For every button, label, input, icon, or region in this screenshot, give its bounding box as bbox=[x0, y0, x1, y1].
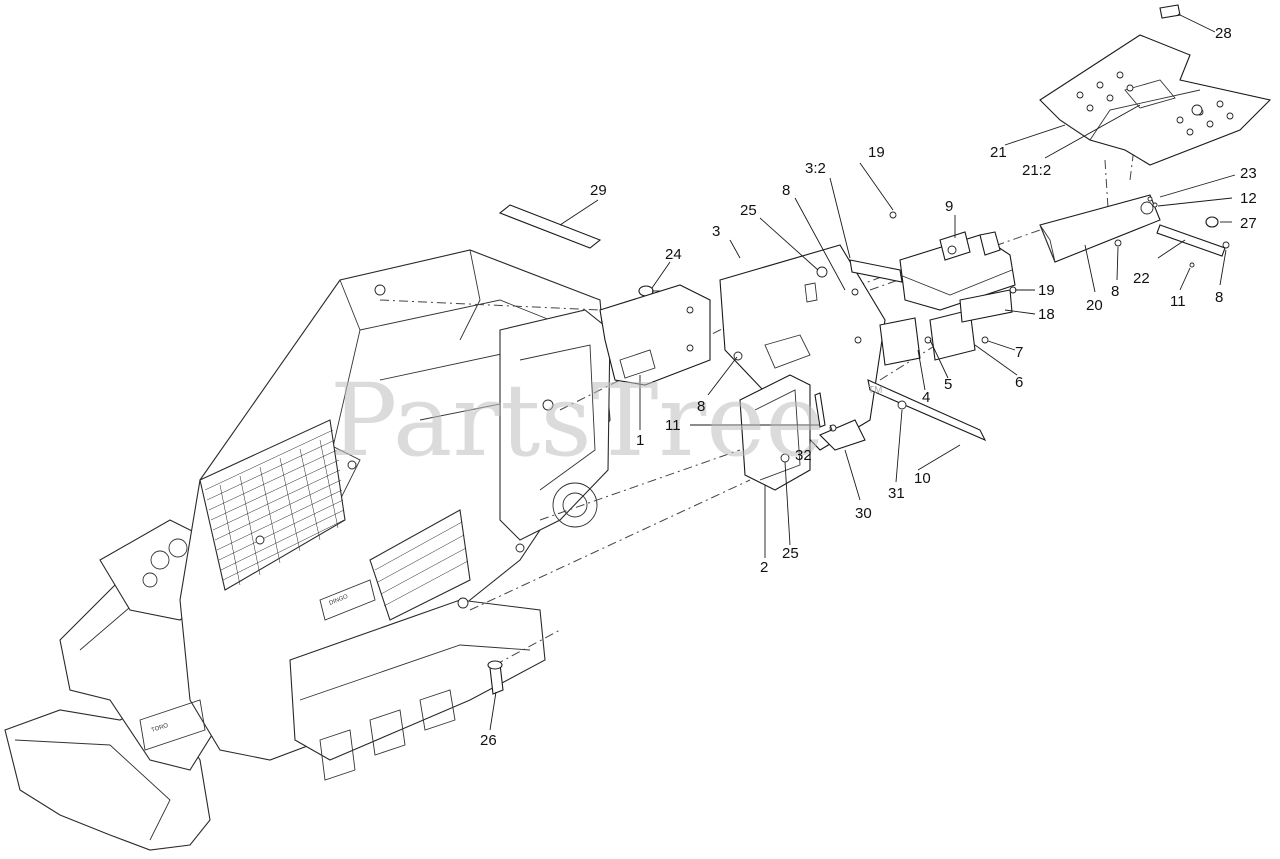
callout-29: 29 bbox=[590, 182, 607, 199]
part-4-plate bbox=[879, 317, 921, 366]
callout-21: 21 bbox=[990, 144, 1007, 161]
part-31-bolt bbox=[897, 400, 907, 410]
part-10-rod bbox=[867, 379, 987, 442]
watermark-tm: TM bbox=[868, 385, 882, 396]
part-28-label bbox=[1159, 4, 1181, 19]
machine-frame: DINGO TORO bbox=[4, 99, 1141, 851]
callout-21-2: 21:2 bbox=[1022, 162, 1051, 179]
callout-8c: 8 bbox=[1215, 289, 1223, 306]
part-1-bracket bbox=[599, 284, 711, 386]
callout-27: 27 bbox=[1240, 215, 1257, 232]
callout-26: 26 bbox=[480, 732, 497, 749]
part-2-l-bracket bbox=[739, 374, 811, 491]
callout-9: 9 bbox=[945, 198, 953, 215]
callout-23: 23 bbox=[1240, 165, 1257, 182]
callout-6: 6 bbox=[1015, 374, 1023, 391]
callout-2: 2 bbox=[760, 559, 768, 576]
callout-24: 24 bbox=[665, 246, 682, 263]
callout-20: 20 bbox=[1086, 297, 1103, 314]
callout-7: 7 bbox=[1015, 344, 1023, 361]
part-30-wedge bbox=[819, 419, 866, 451]
callout-11b: 11 bbox=[1170, 293, 1186, 310]
callout-12: 12 bbox=[1240, 190, 1257, 207]
callout-4: 4 bbox=[922, 389, 930, 406]
callout-30: 30 bbox=[855, 505, 872, 522]
callout-11a: 11 bbox=[665, 417, 681, 434]
callout-18: 18 bbox=[1038, 306, 1055, 323]
part-22-pin bbox=[1156, 224, 1226, 257]
part-3-mount-plate bbox=[719, 244, 886, 451]
watermark: PartsTree bbox=[330, 362, 825, 479]
part-3-2-shaft bbox=[849, 259, 903, 283]
part-29-decal bbox=[498, 204, 602, 249]
callout-19b: 19 bbox=[1038, 282, 1055, 299]
callout-3-2: 3:2 bbox=[805, 160, 826, 177]
callout-10: 10 bbox=[914, 470, 931, 487]
leader-lines bbox=[489, 13, 1236, 731]
brand-decal: TORO bbox=[151, 723, 170, 734]
callout-19a: 19 bbox=[868, 144, 885, 161]
callout-25a: 25 bbox=[740, 202, 757, 219]
callout-32: 32 bbox=[795, 447, 812, 464]
callout-28: 28 bbox=[1215, 25, 1232, 42]
callout-22: 22 bbox=[1133, 270, 1150, 287]
callout-1: 1 bbox=[636, 432, 644, 449]
callout-31: 31 bbox=[888, 485, 905, 502]
callout-labels: 28 21 21:2 19 3:2 8 9 25 3 24 29 23 12 2… bbox=[480, 25, 1257, 749]
callout-25b: 25 bbox=[782, 545, 799, 562]
exploded-parts bbox=[487, 4, 1272, 695]
grille-mesh bbox=[204, 429, 345, 586]
callout-8d: 8 bbox=[697, 398, 705, 415]
callout-8b: 8 bbox=[1111, 283, 1119, 300]
callout-5: 5 bbox=[944, 376, 952, 393]
callout-8a: 8 bbox=[782, 182, 790, 199]
callout-3: 3 bbox=[712, 223, 720, 240]
